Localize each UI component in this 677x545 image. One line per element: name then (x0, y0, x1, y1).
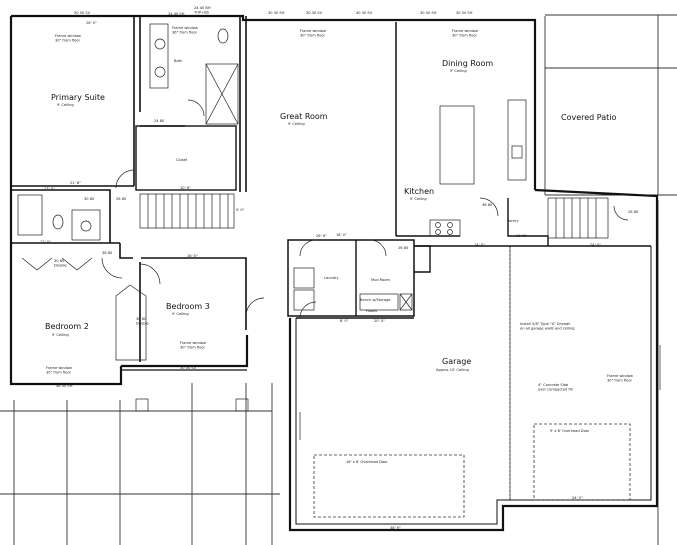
dim-window-3: 30 50 SH (420, 11, 437, 15)
dim-great-room: 18' 0" (336, 233, 347, 237)
door-swings (101, 99, 629, 319)
svg-text:9' Ceiling: 9' Ceiling (172, 312, 189, 316)
dim-stair: 5' 0" (236, 208, 245, 212)
primary-suite-label: Primary Suite (51, 93, 105, 102)
laundry-label: Laundry (324, 276, 340, 280)
dim-bedroom3-top: 16' 0" (187, 254, 198, 258)
dim-window-1: 30 50 SV (74, 11, 91, 15)
overhead-door-left-note: 16' x 8' Overhead Door (346, 460, 388, 464)
bedroom-2-label: Bedroom 2 (45, 322, 89, 331)
svg-text:9' Ceiling: 9' Ceiling (57, 103, 74, 107)
dim-window-6: 40 30 SV (356, 11, 373, 15)
dim-primary-bottom: 21' 6" (70, 181, 81, 185)
dim-door-2: 24 80 (154, 119, 165, 123)
interior-walls (11, 16, 661, 518)
dimension-strings: 30 50 SV 30 30 SH 30 50 SH 30 50 SH 30 3… (40, 11, 639, 530)
closet-label: Closet (176, 158, 188, 162)
dining-room-label: Dining Room (442, 59, 493, 68)
pantry-label: Pantry (507, 219, 519, 223)
dim-hall-bath: 13' 0" (44, 187, 55, 191)
svg-text:Approx 10' Ceiling: Approx 10' Ceiling (436, 368, 469, 372)
bench-note: Bench w/Storage (360, 298, 391, 302)
dim-window-5: 30 30 SV (306, 11, 323, 15)
dim-mudroom: 8' 0" (340, 319, 349, 323)
dim-door-4: 36 80 (482, 203, 493, 207)
exterior-walls (9, 14, 659, 532)
dim-window-8: 46 50 SH (56, 384, 73, 388)
dim-window-4: 30 50 SH (456, 11, 473, 15)
dim-bedroom2-top: 12' 0" (40, 240, 51, 244)
dim-window-9: 24 40 SH (168, 12, 185, 16)
svg-text:9' Ceiling: 9' Ceiling (52, 333, 69, 337)
dim-closet: 10' 6" (180, 186, 191, 190)
garage-label: Garage (442, 357, 471, 366)
dim-pantry: 11' 6" (516, 234, 527, 238)
dim-window-2: 30 30 SH (268, 11, 285, 15)
dim-garage-right: 24' 0" (572, 496, 583, 500)
hooks-note: Hooks (366, 309, 377, 313)
bedroom-3-label: Bedroom 3 (166, 302, 210, 311)
dim-door-6: 28 80 (628, 210, 639, 214)
dim-garage-depth: 20' 0" (374, 319, 385, 323)
svg-text:9' Ceiling: 9' Ceiling (450, 69, 467, 73)
overhead-door-right-note: 9' x 8' Overhead Door (550, 429, 590, 433)
dim-door-5: 26 80 (398, 246, 409, 250)
mud-room-label: Mud Room (371, 278, 391, 282)
dim-window-7: 30 50 SV (180, 366, 197, 370)
dim-door-3: 30 80 (84, 197, 95, 201)
svg-text:9' Ceiling: 9' Ceiling (288, 122, 305, 126)
patio-stair-treads (555, 198, 597, 238)
dim-door-1: 28 80 (116, 197, 127, 201)
dim-garage-bottom: 38' 9" (390, 526, 401, 530)
stair-treads (147, 194, 229, 228)
great-room-label: Great Room (280, 112, 328, 121)
svg-text:9' Ceiling: 9' Ceiling (410, 197, 427, 201)
dim-door-7: 36 80 (102, 251, 113, 255)
dim-garage-wall: 24' 0" (590, 243, 601, 247)
bath-label: Bath (174, 59, 182, 63)
dim-kitchen: 14' 0" (474, 243, 485, 247)
dim-laundry: 26' 6" (316, 234, 327, 238)
kitchen-label: Kitchen (404, 187, 434, 196)
covered-patio-label: Covered Patio (561, 113, 617, 122)
dim-top-primary: 26' 0" (86, 21, 97, 25)
